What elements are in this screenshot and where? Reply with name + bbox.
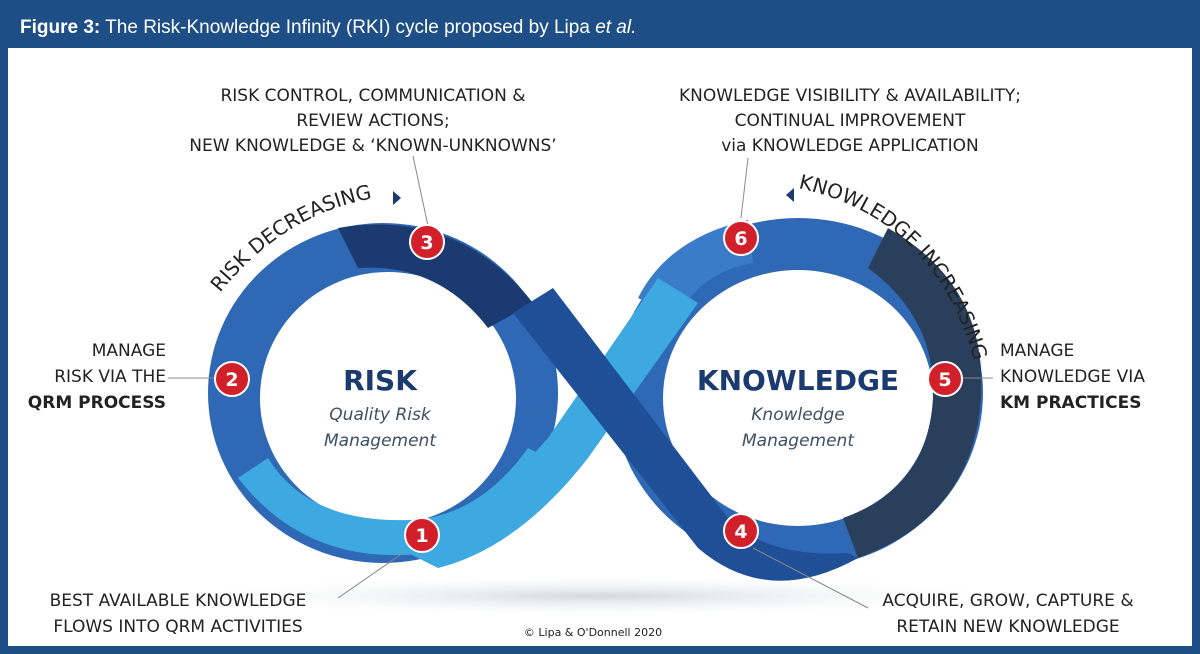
risk-loop-inner (260, 272, 516, 524)
knowledge-subtitle-line1: Knowledge (751, 405, 844, 425)
step-badge-1: 1 (404, 517, 440, 553)
step-1-text-line1: BEST AVAILABLE KNOWLEDGE (50, 591, 307, 611)
risk-decreasing-arrow-icon (393, 191, 401, 205)
leader-line-6 (740, 157, 749, 219)
knowledge-increasing-arrow-icon (786, 188, 794, 202)
step-number-6: 6 (734, 228, 747, 250)
crossing-band-dark (513, 288, 858, 581)
step-5-text-line2: KNOWLEDGE VIA (1000, 367, 1145, 387)
leader-line-3 (412, 155, 429, 227)
risk-loop-dark-segment (338, 224, 533, 328)
step-badge-5: 5 (927, 361, 963, 397)
knowledge-subtitle-line2: Management (742, 431, 855, 451)
step-3-text-line1: RISK CONTROL, COMMUNICATION & (220, 86, 525, 106)
step-2-text-line1: MANAGE (92, 341, 166, 361)
diagram-panel: RISK DECREASING KNOWLEDGE INCREASING RIS… (8, 48, 1192, 646)
copyright-text: © Lipa & O'Donnell 2020 (524, 626, 662, 639)
step-1-text-line2: FLOWS INTO QRM ACTIVITIES (53, 617, 302, 637)
step-4-text-line1: ACQUIRE, GROW, CAPTURE & (882, 591, 1133, 611)
knowledge-title: KNOWLEDGE (697, 364, 899, 397)
risk-title: RISK (343, 364, 418, 397)
crossing-band-light (408, 278, 698, 568)
leader-line-4 (752, 547, 869, 609)
step-6-text-line3: via KNOWLEDGE APPLICATION (721, 136, 979, 156)
step-badge-3: 3 (409, 224, 445, 260)
step-number-4: 4 (734, 521, 747, 543)
knowledge-loop-dark-segment (843, 228, 982, 558)
step-5-text-line3: KM PRACTICES (1000, 393, 1141, 413)
floor-shadow (168, 574, 1028, 618)
step-3-text-line3: NEW KNOWLEDGE & ‘KNOWN-UNKNOWNS’ (189, 136, 556, 156)
figure-title: The Risk-Knowledge Infinity (RKI) cycle … (105, 17, 590, 38)
leader-line-1 (337, 552, 404, 599)
step-number-2: 2 (225, 369, 238, 391)
figure-title-etal: et al. (595, 17, 637, 38)
infinity-diagram: RISK DECREASING KNOWLEDGE INCREASING RIS… (28, 86, 1146, 639)
step-number-5: 5 (938, 369, 951, 391)
figure-caption: Figure 3: The Risk-Knowledge Infinity (R… (8, 8, 1192, 48)
step-4-text-line2: RETAIN NEW KNOWLEDGE (896, 617, 1119, 637)
risk-subtitle-line1: Quality Risk (329, 405, 432, 425)
figure-label: Figure 3: (20, 17, 101, 38)
step-number-3: 3 (420, 232, 433, 254)
step-5-text-line1: MANAGE (1000, 341, 1074, 361)
risk-subtitle-line2: Management (324, 431, 437, 451)
step-badge-4: 4 (723, 513, 759, 549)
step-badge-2: 2 (214, 361, 250, 397)
step-3-text-line2: REVIEW ACTIONS; (296, 111, 449, 131)
step-6-text-line2: CONTINUAL IMPROVEMENT (735, 111, 966, 131)
step-number-1: 1 (415, 525, 428, 547)
step-badge-6: 6 (723, 220, 759, 256)
step-2-text-line2: RISK VIA THE (54, 367, 166, 387)
step-2-text-line3: QRM PROCESS (28, 393, 166, 413)
knowledge-loop-inner (663, 270, 933, 526)
step-6-text-line1: KNOWLEDGE VISIBILITY & AVAILABILITY; (679, 86, 1021, 106)
